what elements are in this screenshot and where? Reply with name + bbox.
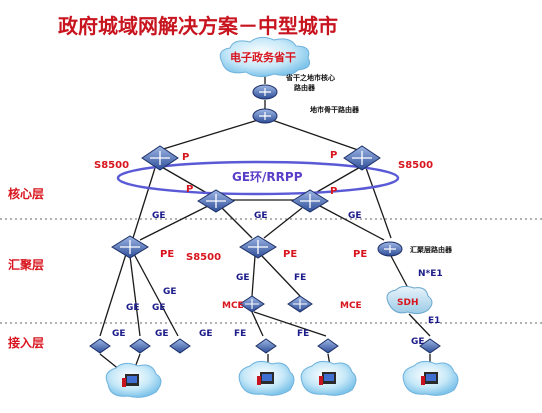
trunk-router <box>252 108 278 124</box>
aggregation-router-label: 汇聚层路由器 <box>410 245 453 254</box>
p-core-left-label: P <box>186 184 193 195</box>
access-cloud-1 <box>105 362 162 398</box>
ge-label-5: GE <box>126 303 140 313</box>
mce-right-label: MCE <box>340 301 362 311</box>
switch-p-core-left <box>197 189 235 213</box>
access-switch-4 <box>255 338 277 354</box>
fe-label-1: FE <box>294 273 306 283</box>
layer-separators <box>0 218 542 324</box>
aggregation-router <box>377 241 403 257</box>
mce-left-label: MCE <box>222 301 244 311</box>
layer-label-access: 接入层 <box>8 335 44 350</box>
cloud-provincial-label: 电子政务省干 <box>230 50 296 64</box>
ge-ring <box>116 160 400 196</box>
p-right-top-label: P <box>330 150 337 161</box>
access-cloud-2 <box>238 360 295 396</box>
ge-label-6: GE <box>152 303 166 313</box>
ge-label-2: GE <box>254 211 268 221</box>
connection-lines <box>99 72 431 371</box>
layer-label-core: 核心层 <box>8 186 44 201</box>
diagram-title: 政府城域网解决方案－中型城市 <box>58 14 338 38</box>
access-switch-6 <box>419 338 441 354</box>
access-switch-3 <box>169 338 191 354</box>
ge-label-1: GE <box>152 211 166 221</box>
ge-label-10: GE <box>199 329 213 339</box>
ge-label-8: GE <box>112 329 126 339</box>
sdh-cloud: SDH <box>386 285 433 315</box>
core-router <box>252 84 278 100</box>
ge-label-11: GE <box>411 337 425 347</box>
pe-left-label: PE <box>160 249 174 260</box>
s8500-left-label: S8500 <box>94 160 129 171</box>
ne1-label: N*E1 <box>418 269 443 279</box>
pe-right-label: PE <box>353 249 367 260</box>
s8500-middle-label: S8500 <box>186 252 221 263</box>
access-switch-5 <box>317 338 339 354</box>
fe-label-3: FE <box>297 329 309 339</box>
e1-label: E1 <box>428 316 440 326</box>
switch-mce-left <box>239 295 265 313</box>
trunk-router-label: 地市骨干路由器 <box>310 105 360 114</box>
p-left-top-label: P <box>182 152 189 163</box>
p-core-right-label: P <box>330 186 337 197</box>
core-router-label-line1: 省干之地市核心 <box>285 73 335 82</box>
pe-middle-label: PE <box>283 249 297 260</box>
access-switch-1 <box>89 338 111 354</box>
ge-label-7: GE <box>236 273 250 283</box>
switch-s8500-right <box>343 145 381 171</box>
access-cloud-3 <box>300 360 357 396</box>
switch-pe-left <box>111 235 149 259</box>
access-cloud-4 <box>402 360 459 396</box>
switch-mce-right <box>287 295 313 313</box>
switch-p-core-right <box>291 189 329 213</box>
layer-label-aggregation: 汇聚层 <box>8 258 44 272</box>
ge-label-4: GE <box>163 287 177 297</box>
fe-label-2: FE <box>234 329 246 339</box>
ge-ring-label: GE环/RRPP <box>232 170 303 184</box>
core-router-label-line2: 路由器 <box>294 83 316 92</box>
s8500-right-label: S8500 <box>398 160 433 171</box>
access-switch-2 <box>129 338 151 354</box>
ge-label-9: GE <box>155 329 169 339</box>
sdh-label: SDH <box>397 298 419 308</box>
switch-s8500-left <box>141 145 179 171</box>
ge-label-3: GE <box>348 211 362 221</box>
cloud-provincial: 电子政务省干 <box>219 36 311 78</box>
switch-pe-middle <box>239 235 277 259</box>
